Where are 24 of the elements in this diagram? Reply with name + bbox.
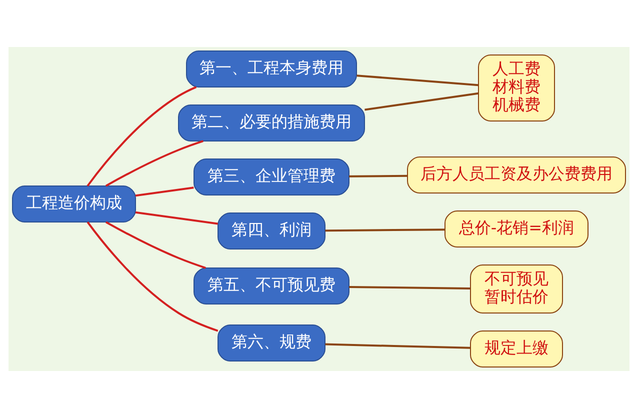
connector bbox=[356, 74, 478, 86]
connector bbox=[135, 186, 194, 196]
node-box: 不可预见 暂时估价 bbox=[470, 264, 563, 313]
node-box: 后方人员工资及办公费费用 bbox=[407, 156, 626, 193]
connector bbox=[86, 86, 197, 186]
node-box: 第三、企业管理费 bbox=[194, 158, 350, 195]
connector bbox=[325, 342, 470, 348]
node-box: 人工费 材料费 机械费 bbox=[478, 54, 555, 121]
connector bbox=[349, 285, 470, 289]
connector bbox=[349, 174, 408, 177]
node-box: 第二、必要的措施费用 bbox=[178, 104, 365, 141]
node-box: 规定上缴 bbox=[470, 330, 563, 367]
connector bbox=[325, 228, 445, 232]
node-box: 第一、工程本身费用 bbox=[186, 50, 357, 87]
node-box: 总价-花销=利润 bbox=[444, 210, 588, 247]
connector bbox=[364, 92, 478, 110]
node-box: 第五、不可预见费 bbox=[194, 267, 350, 304]
node-box: 第六、规费 bbox=[218, 324, 326, 361]
connector bbox=[106, 220, 206, 268]
connector bbox=[86, 221, 218, 332]
connector bbox=[105, 140, 204, 186]
connector bbox=[135, 210, 218, 224]
node-box: 第四、利润 bbox=[218, 212, 326, 249]
node-box: 工程造价构成 bbox=[12, 185, 136, 222]
